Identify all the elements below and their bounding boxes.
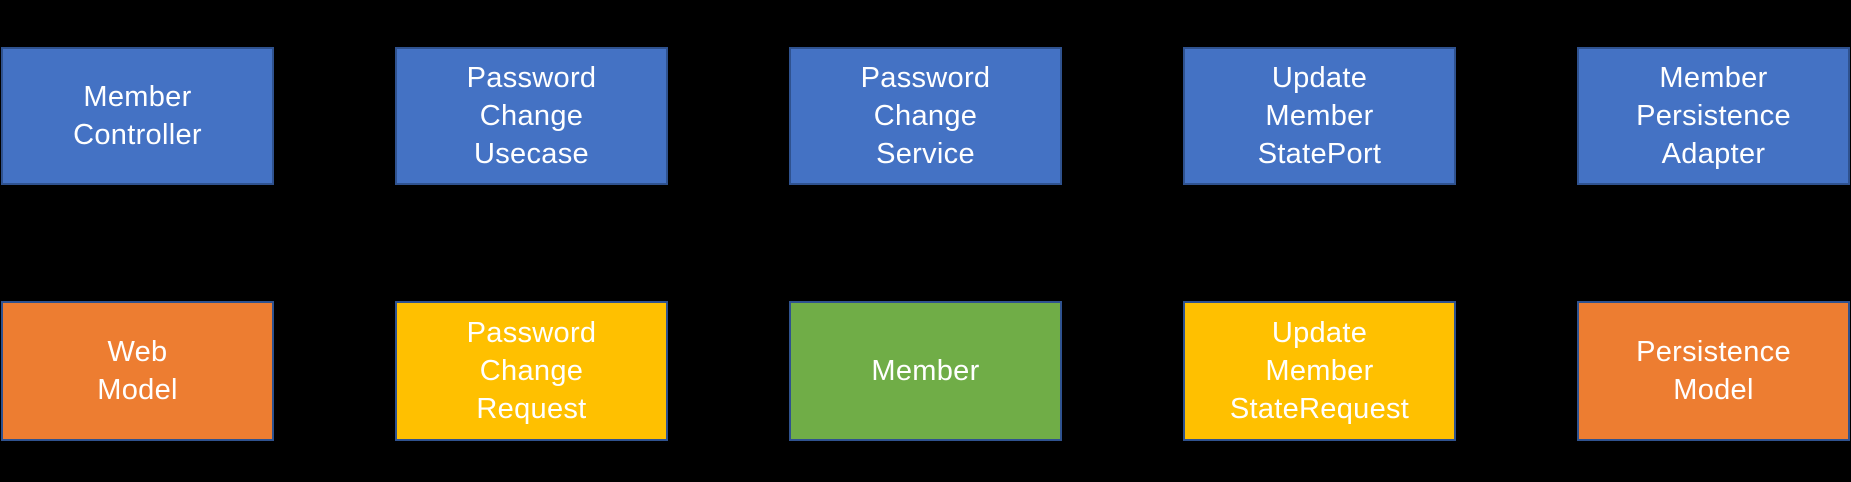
box-member-controller: Member Controller bbox=[1, 47, 274, 185]
box-password-change-request: Password Change Request bbox=[395, 301, 668, 441]
box-password-change-request-label: Password Change Request bbox=[466, 317, 597, 425]
box-password-change-usecase: Password Change Usecase bbox=[395, 47, 668, 185]
box-password-change-usecase-label: Password Change Usecase bbox=[466, 62, 597, 170]
box-persistence-model-label: Persistence Model bbox=[1636, 336, 1791, 406]
box-update-member-staterequest: Update Member StateRequest bbox=[1183, 301, 1456, 441]
box-member: Member bbox=[789, 301, 1062, 441]
box-member-label: Member bbox=[871, 355, 980, 387]
box-password-change-service-label: Password Change Service bbox=[860, 62, 991, 170]
box-password-change-service: Password Change Service bbox=[789, 47, 1062, 185]
box-persistence-model: Persistence Model bbox=[1577, 301, 1850, 441]
box-member-controller-label: Member Controller bbox=[73, 81, 202, 151]
box-member-persistence-adapter: Member Persistence Adapter bbox=[1577, 47, 1850, 185]
box-update-member-staterequest-label: Update Member StateRequest bbox=[1229, 317, 1410, 425]
box-update-member-stateport: Update Member StatePort bbox=[1183, 47, 1456, 185]
box-web-model-label: Web Model bbox=[97, 336, 178, 406]
box-web-model: Web Model bbox=[1, 301, 274, 441]
box-update-member-stateport-label: Update Member StatePort bbox=[1257, 62, 1382, 170]
box-member-persistence-adapter-label: Member Persistence Adapter bbox=[1636, 62, 1791, 170]
